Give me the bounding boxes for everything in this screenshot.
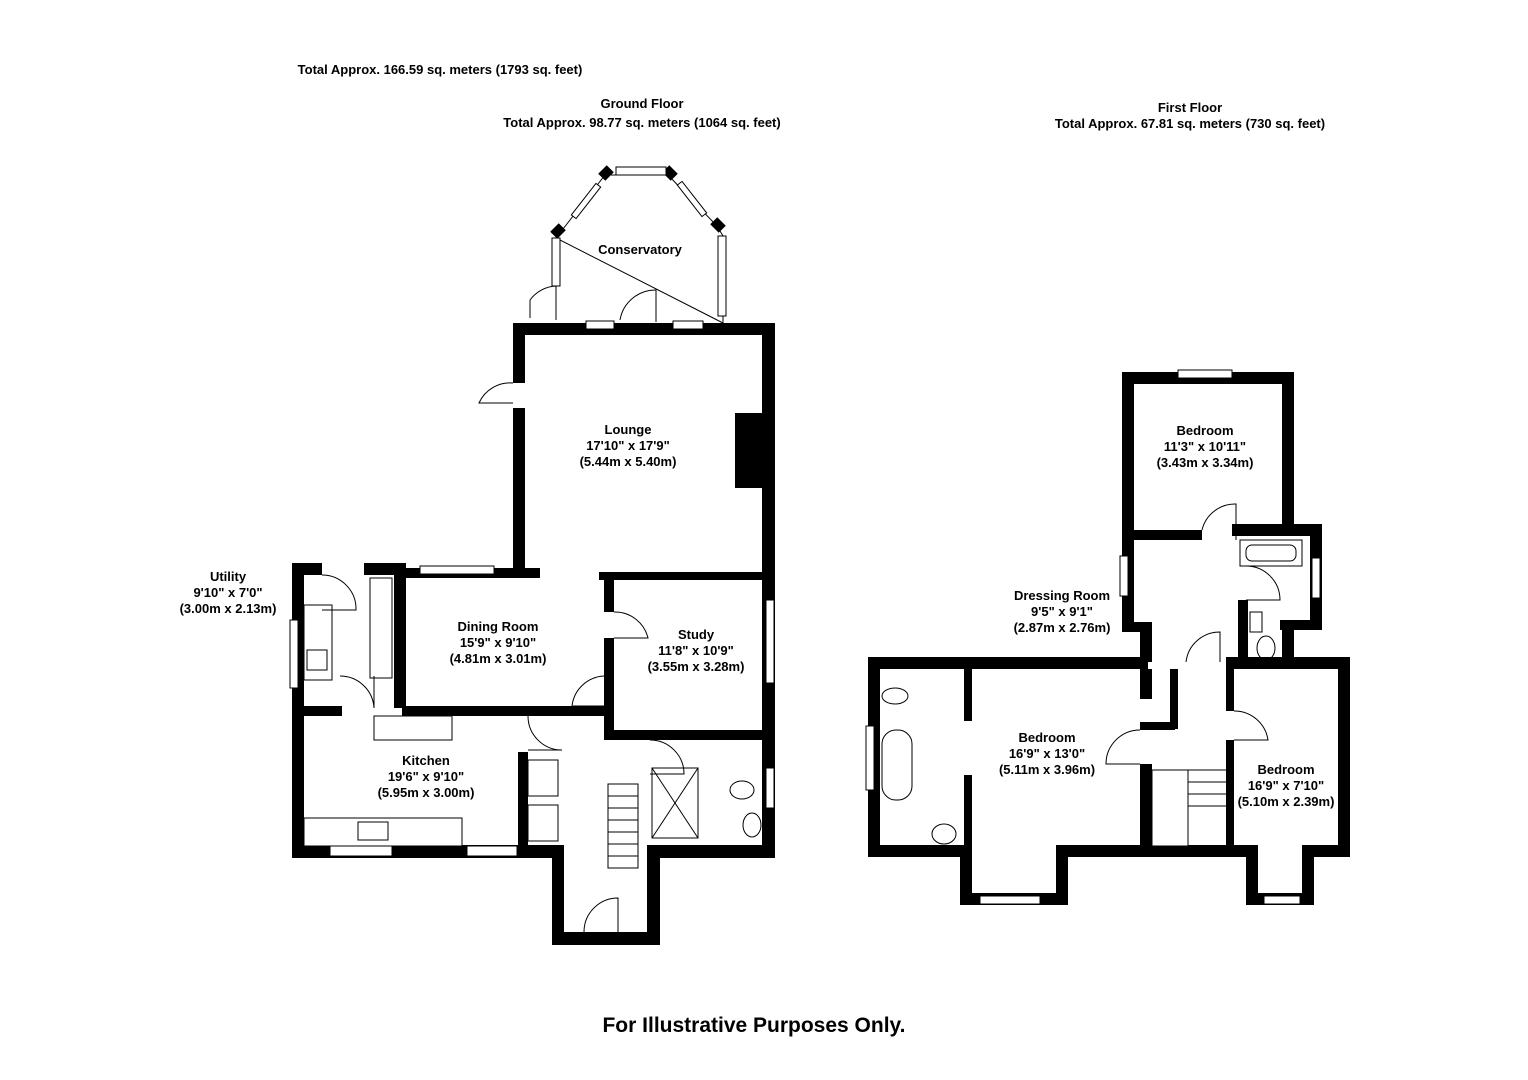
room-dimensions-metric: (3.55m x 3.28m) bbox=[647, 659, 745, 674]
room-name: Dining Room bbox=[457, 619, 539, 634]
total-area: Total Approx. 166.59 sq. meters (1793 sq… bbox=[297, 62, 583, 77]
dining-room-walls bbox=[400, 565, 775, 716]
disclaimer-footer: For Illustrative Purposes Only. bbox=[602, 1014, 906, 1037]
first-floor-title: First Floor bbox=[1157, 100, 1223, 115]
room-label-utility: Utility 9'10" x 7'0" (3.00m x 2.13m) bbox=[158, 569, 298, 617]
bedroom-3-walls bbox=[1226, 657, 1350, 905]
room-dimensions-imperial: 11'8" x 10'9" bbox=[658, 643, 734, 658]
bedroom-2-walls bbox=[865, 657, 1246, 905]
room-label-study: Study 11'8" x 10'9" (3.55m x 3.28m) bbox=[626, 627, 766, 675]
room-label-bedroom-1: Bedroom 11'3" x 10'11" (3.43m x 3.34m) bbox=[1135, 423, 1275, 471]
room-dimensions-metric: (5.44m x 5.40m) bbox=[579, 454, 677, 469]
room-dimensions-imperial: 15'9" x 9'10" bbox=[459, 635, 537, 650]
room-dimensions-metric: (2.87m x 2.76m) bbox=[1013, 620, 1111, 635]
room-name: Bedroom bbox=[1176, 423, 1234, 438]
room-label-lounge: Lounge 17'10" x 17'9" (5.44m x 5.40m) bbox=[548, 422, 708, 470]
bedroom-1-walls bbox=[1122, 369, 1322, 540]
room-dimensions-imperial: 17'10" x 17'9" bbox=[586, 438, 670, 453]
room-label-dining-room: Dining Room 15'9" x 9'10" (4.81m x 3.01m… bbox=[418, 619, 578, 667]
utility-walls bbox=[289, 563, 406, 858]
room-dimensions-metric: (5.11m x 3.96m) bbox=[998, 762, 1096, 777]
first-floor-area: Total Approx. 67.81 sq. meters (730 sq. … bbox=[1054, 116, 1326, 131]
room-dimensions-imperial: 11'3" x 10'11" bbox=[1163, 439, 1247, 454]
room-name: Lounge bbox=[604, 422, 652, 437]
first-floor-plan bbox=[865, 369, 1350, 905]
lounge-walls bbox=[478, 320, 775, 603]
ground-floor-title: Ground Floor bbox=[600, 96, 684, 111]
room-dimensions-metric: (3.43m x 3.34m) bbox=[1156, 455, 1254, 470]
room-dimensions-metric: (5.95m x 3.00m) bbox=[377, 785, 475, 800]
room-name: Utility bbox=[209, 569, 247, 584]
room-dimensions-imperial: 9'10" x 7'0" bbox=[193, 585, 263, 600]
room-dimensions-imperial: 9'5" x 9'1" bbox=[1031, 604, 1093, 619]
room-label-dressing-room: Dressing Room 9'5" x 9'1" (2.87m x 2.76m… bbox=[992, 588, 1132, 636]
dressing-room-walls bbox=[1119, 524, 1322, 664]
room-dimensions-imperial: 16'9" x 7'10" bbox=[1247, 778, 1325, 793]
room-name: Bedroom bbox=[1018, 730, 1076, 745]
room-label-bedroom-3: Bedroom 16'9" x 7'10" (5.10m x 2.39m) bbox=[1226, 762, 1346, 810]
landing-stairs bbox=[1151, 769, 1226, 847]
hall-and-shower-walls bbox=[527, 739, 775, 945]
room-dimensions-imperial: 19'6" x 9'10" bbox=[387, 769, 465, 784]
ground-floor-area: Total Approx. 98.77 sq. meters (1064 sq.… bbox=[503, 115, 781, 130]
room-name: Kitchen bbox=[402, 753, 450, 768]
room-dimensions-imperial: 16'9" x 13'0" bbox=[1008, 746, 1086, 761]
kitchen-walls bbox=[292, 715, 563, 858]
room-name: Study bbox=[677, 627, 715, 642]
room-name: Conservatory bbox=[598, 242, 682, 257]
room-dimensions-metric: (3.00m x 2.13m) bbox=[179, 601, 277, 616]
room-label-conservatory: Conservatory bbox=[570, 242, 710, 258]
room-name: Bedroom bbox=[1257, 762, 1315, 777]
room-dimensions-metric: (5.10m x 2.39m) bbox=[1237, 794, 1335, 809]
room-dimensions-metric: (4.81m x 3.01m) bbox=[449, 651, 547, 666]
room-label-bedroom-2: Bedroom 16'9" x 13'0" (5.11m x 3.96m) bbox=[972, 730, 1122, 778]
room-name: Dressing Room bbox=[1013, 588, 1111, 603]
conservatory-plan bbox=[529, 165, 727, 324]
room-label-kitchen: Kitchen 19'6" x 9'10" (5.95m x 3.00m) bbox=[346, 753, 506, 801]
ground-floor-plan bbox=[289, 165, 775, 945]
